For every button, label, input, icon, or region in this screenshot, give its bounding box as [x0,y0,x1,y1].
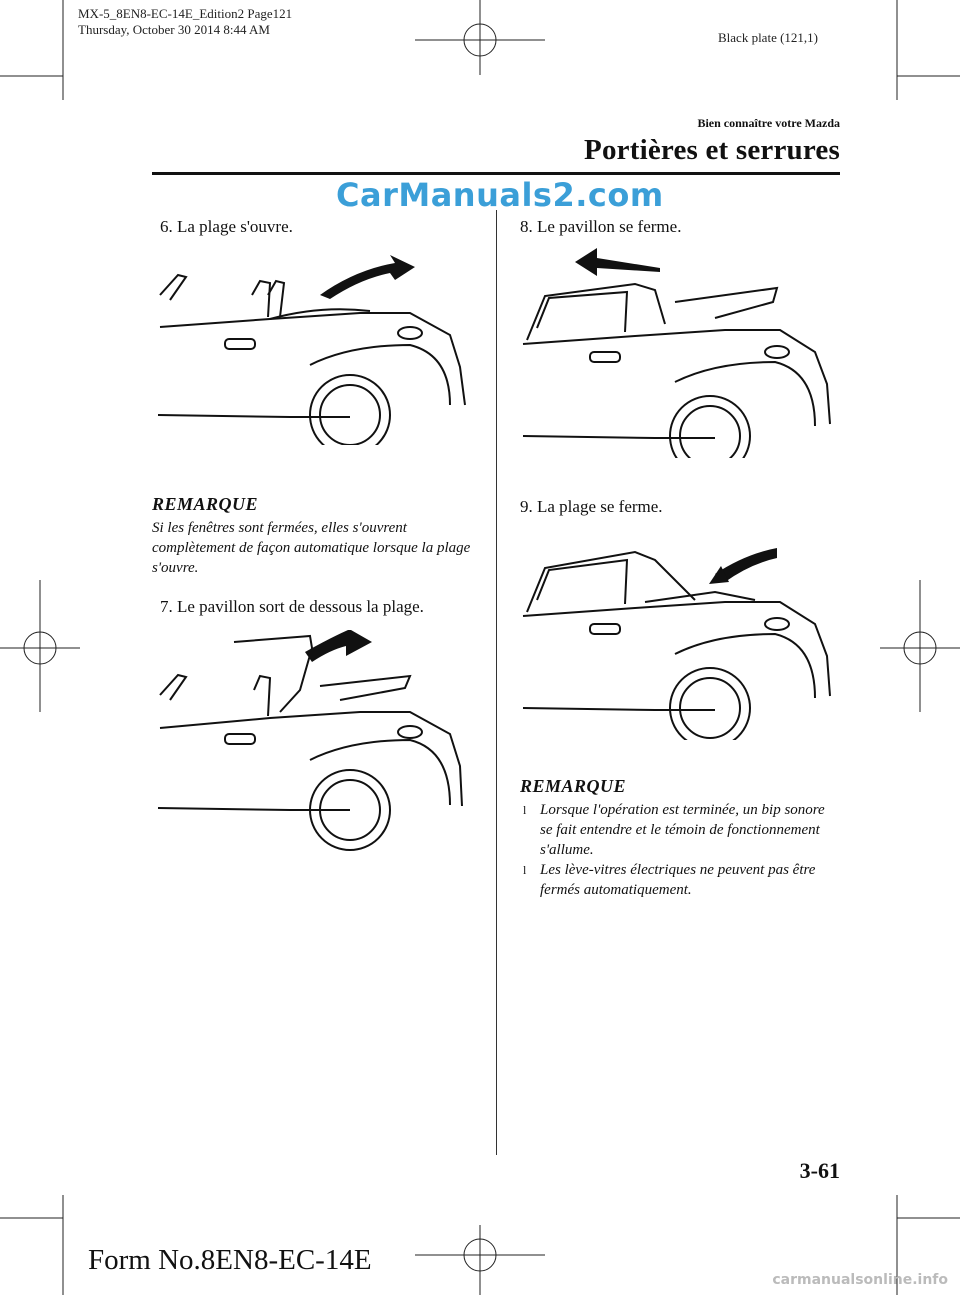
site-watermark: carmanualsonline.info [772,1272,948,1288]
note-1-text: Si les fenêtres sont fermées, elles s'ou… [152,520,471,576]
print-file-line: MX-5_8EN8-EC-14E_Edition2 Page121 [78,6,293,21]
figure-deck-closing [522,548,831,740]
form-number: Form No.8EN8-EC-14E [88,1244,372,1276]
bullet-icon: l [523,863,527,877]
section-kicker: Bien connaître votre Mazda [697,116,840,130]
note-2-title: REMARQUE [520,776,627,796]
figure-deck-opening [157,255,466,445]
step-7: 7. Le pavillon sort de dessous la plage. [160,597,424,616]
note-2-item: l Les lève-vitres électriques ne peuvent … [520,860,840,900]
step-6: 6. La plage s'ouvre. [160,217,293,236]
note-2-item-text: Lorsque l'opération est terminée, un bip… [540,802,825,858]
note-1-title: REMARQUE [152,494,259,514]
section-title: Portières et serrures [584,134,840,166]
note-2-item-text: Les lève-vitres électriques ne peuvent p… [540,862,816,898]
page-number: 3-61 [799,1158,840,1183]
watermark-logo: CarManuals2.com [336,176,664,214]
note-2-list: l Lorsque l'opération est terminée, un bi… [520,800,840,900]
figure-roof-rising [157,630,463,851]
print-plate: Black plate (121,1) [718,30,818,45]
figure-roof-closing [522,248,831,458]
column-divider [496,210,497,1155]
print-date-line: Thursday, October 30 2014 8:44 AM [78,22,270,37]
bullet-icon: l [523,803,527,817]
step-9: 9. La plage se ferme. [520,497,663,516]
note-2-item: l Lorsque l'opération est terminée, un bi… [520,800,840,860]
step-8: 8. Le pavillon se ferme. [520,217,682,236]
header-rule [152,172,840,175]
